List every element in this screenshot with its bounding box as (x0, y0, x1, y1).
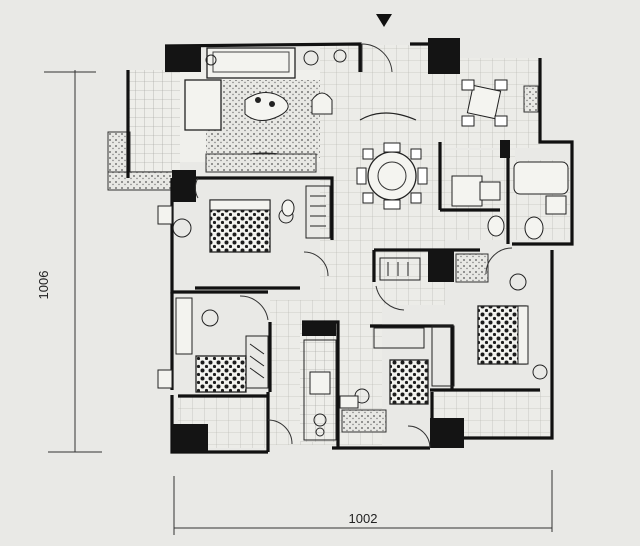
left-balcony-planter (107, 131, 179, 191)
balcony-table-set (461, 79, 539, 127)
bedroom-one (172, 185, 331, 277)
height-dimension-label: 1006 (36, 271, 51, 300)
closet-markers (157, 205, 173, 389)
height-dimension: 1006 (36, 70, 102, 453)
doors (194, 43, 513, 449)
living-room-furniture (184, 47, 347, 173)
master-bedroom (375, 253, 548, 387)
bedroom-two (175, 295, 269, 393)
width-dimension: 1002 (173, 470, 553, 535)
structural-columns (165, 38, 510, 452)
width-dimension-label: 1002 (349, 511, 378, 526)
bedroom-three (341, 327, 429, 433)
bathrooms (281, 161, 569, 240)
kitchen (303, 339, 359, 441)
dining-table (356, 112, 428, 210)
entrance-arrow-icon (376, 14, 392, 27)
